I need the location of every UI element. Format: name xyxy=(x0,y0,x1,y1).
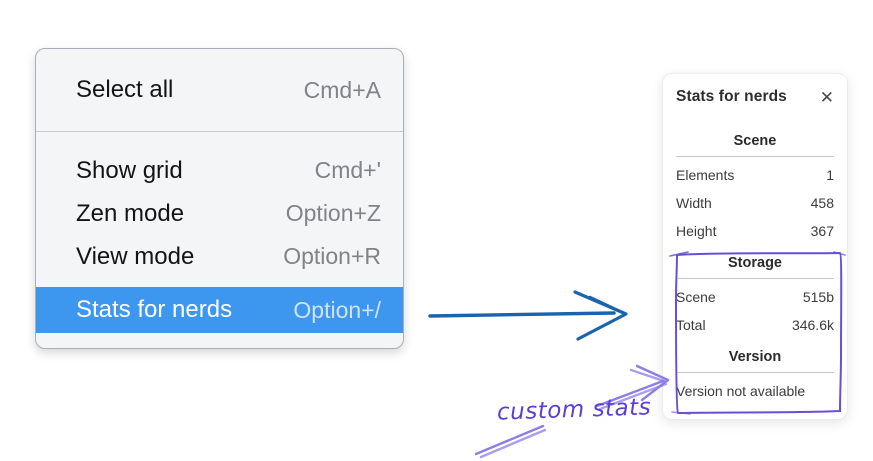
menu-item-label: Show grid xyxy=(76,156,183,184)
blue-arrow xyxy=(428,290,628,341)
menu-item-label: Zen mode xyxy=(76,199,185,227)
menu-item-shortcut: Cmd+A xyxy=(303,76,381,103)
menu-item-label: View mode xyxy=(76,242,195,270)
section-heading: Version xyxy=(728,349,782,365)
menu-item-shortcut: Option+R xyxy=(283,243,381,269)
stat-row-elements: Elements 1 xyxy=(676,165,834,185)
annotation-custom-stats-label: custom stats xyxy=(496,394,652,426)
section-divider xyxy=(676,278,834,279)
section-heading: Storage xyxy=(728,255,782,271)
menu-item-label: Select all xyxy=(76,76,174,103)
stats-panel-header: Stats for nerds ✕ xyxy=(676,86,834,108)
menu-item-shortcut: Option+Z xyxy=(285,200,381,226)
menu-item-show-grid[interactable]: Show grid Cmd+' xyxy=(36,149,403,192)
close-icon[interactable]: ✕ xyxy=(819,87,834,107)
stats-section-scene: Scene Elements 1 Width 458 Height 367 xyxy=(676,132,834,241)
menu-item-label: Stats for nerds xyxy=(76,296,233,323)
menu-item-select-all[interactable]: Select all Cmd+A xyxy=(36,65,403,115)
stat-row-height: Height 367 xyxy=(676,221,834,241)
context-menu: Select all Cmd+A Show grid Cmd+' Zen mod… xyxy=(35,48,404,349)
stat-row-width: Width 458 xyxy=(676,193,834,213)
menu-item-shortcut: Cmd+' xyxy=(314,157,381,183)
menu-separator xyxy=(36,131,403,132)
stat-value: 458 xyxy=(810,195,834,211)
stat-value: 1 xyxy=(826,167,834,183)
menu-item-view-mode[interactable]: View mode Option+R xyxy=(36,235,403,278)
stat-label: Height xyxy=(676,223,717,239)
menu-item-shortcut: Option+/ xyxy=(293,296,381,323)
section-heading: Scene xyxy=(733,133,777,149)
stat-label: Scene xyxy=(676,289,716,305)
stat-value: 346.6k xyxy=(791,317,834,333)
stat-label: Elements xyxy=(676,167,735,183)
section-divider xyxy=(676,156,834,157)
stats-panel: Stats for nerds ✕ Scene Elements 1 Width… xyxy=(662,73,848,420)
stat-value: 367 xyxy=(810,223,834,239)
menu-item-stats-for-nerds[interactable]: Stats for nerds Option+/ xyxy=(36,287,403,333)
stat-value: 515b xyxy=(802,289,834,305)
stat-label: Width xyxy=(676,195,712,211)
menu-item-zen-mode[interactable]: Zen mode Option+Z xyxy=(36,192,403,235)
version-message: Version not available xyxy=(676,383,806,399)
stats-section-storage: Storage Scene 515b Total 346.6k xyxy=(676,254,834,335)
section-divider xyxy=(676,372,834,373)
stat-row-total-storage: Total 346.6k xyxy=(676,315,834,335)
panel-title: Stats for nerds xyxy=(676,88,787,105)
stat-row-scene-storage: Scene 515b xyxy=(676,287,834,307)
stats-section-version: Version Version not available xyxy=(676,348,834,401)
stat-label: Total xyxy=(676,317,706,333)
